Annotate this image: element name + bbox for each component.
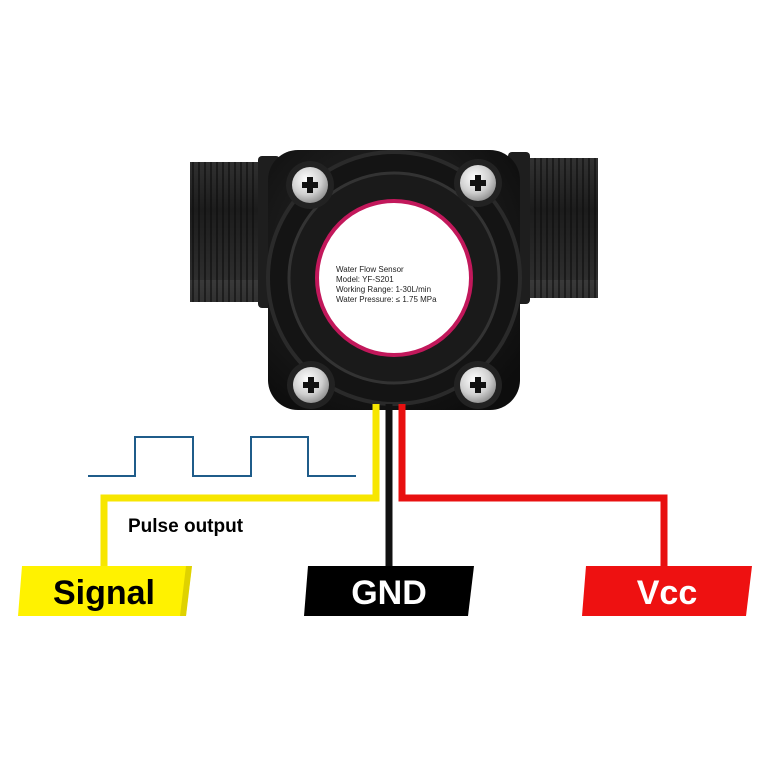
screw-icon bbox=[454, 159, 502, 207]
outlet-thread bbox=[520, 158, 598, 298]
inlet-thread bbox=[190, 162, 268, 302]
label-plate bbox=[315, 199, 473, 357]
vcc-terminal: Vcc bbox=[582, 566, 752, 616]
signal-label: Signal bbox=[53, 574, 155, 612]
flow-sensor: Water Flow Sensor Model: YF-S201 Working… bbox=[190, 150, 598, 410]
label-line-2: Model: YF-S201 bbox=[336, 275, 394, 284]
screw-icon bbox=[286, 161, 334, 209]
gnd-label: GND bbox=[351, 574, 427, 612]
gnd-terminal: GND bbox=[304, 566, 474, 616]
label-line-1: Water Flow Sensor bbox=[336, 265, 404, 274]
pulse-waveform bbox=[88, 436, 356, 477]
label-line-4: Water Pressure: ≤ 1.75 MPa bbox=[336, 295, 437, 304]
signal-terminal: Signal bbox=[18, 566, 192, 616]
vcc-label: Vcc bbox=[637, 574, 698, 612]
screw-icon bbox=[287, 361, 335, 409]
label-line-3: Working Range: 1-30L/min bbox=[336, 285, 431, 294]
signal-wire bbox=[100, 404, 380, 568]
wires bbox=[100, 404, 668, 568]
vcc-wire bbox=[398, 404, 668, 568]
pulse-output-label: Pulse output bbox=[128, 516, 244, 537]
screw-icon bbox=[454, 361, 502, 409]
